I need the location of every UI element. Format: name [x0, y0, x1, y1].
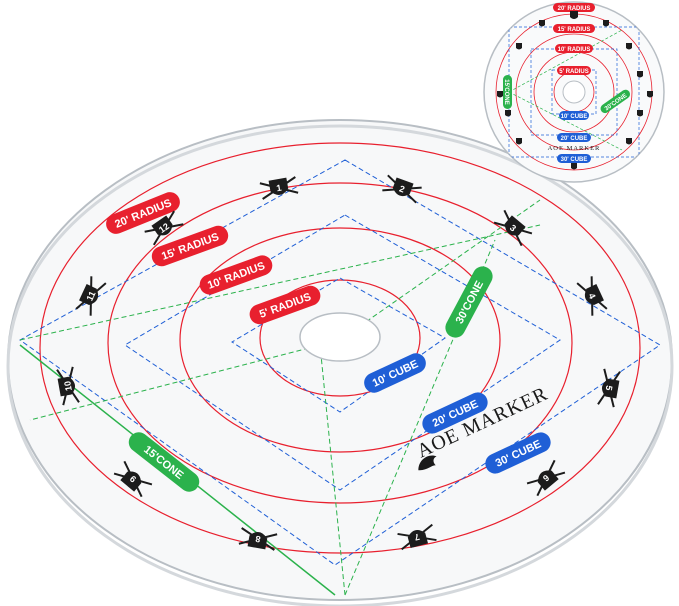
inset-cube-label: 10' CUBE: [559, 111, 589, 120]
svg-text:2: 2: [398, 183, 406, 194]
svg-text:5' RADIUS: 5' RADIUS: [559, 69, 588, 75]
shield-icon: [539, 20, 545, 27]
shield-icon: [497, 91, 503, 98]
svg-text:1: 1: [276, 183, 283, 194]
svg-text:8: 8: [255, 534, 262, 545]
clock-badges: 1 2 3 4 5: [56, 174, 621, 551]
svg-text:7: 7: [413, 532, 420, 543]
svg-text:15' RADIUS: 15' RADIUS: [558, 27, 591, 33]
shield-icon: [637, 71, 643, 78]
shield-icon: 12: [144, 210, 184, 246]
inset-radius-label: 15' RADIUS: [553, 24, 595, 33]
svg-text:5: 5: [604, 385, 615, 392]
inset-brand-text: AOE MARKER: [548, 145, 601, 152]
inset-radius-label: 10' RADIUS: [555, 44, 593, 53]
shield-icon: [516, 138, 522, 145]
shield-icon: 10: [56, 366, 80, 406]
svg-text:10' CUBE: 10' CUBE: [561, 114, 588, 120]
shield-icon: 5: [597, 368, 621, 408]
center-hole: [299, 312, 381, 362]
inset-cube-label: 20' CUBE: [557, 133, 591, 142]
shield-icon: 2: [382, 174, 422, 204]
shield-icon: [647, 91, 653, 98]
shield-icon: [516, 43, 522, 50]
shield-icon: 1: [259, 176, 299, 200]
shield-icon: 9: [113, 460, 153, 498]
shield-icon: [637, 110, 643, 117]
svg-text:9: 9: [128, 474, 138, 485]
shield-icon: [603, 20, 609, 27]
inset-badges: [497, 11, 653, 170]
shield-icon: 11: [75, 276, 107, 316]
radius-rings: [39, 142, 641, 554]
svg-text:11: 11: [84, 290, 97, 303]
disc-edge: [6, 124, 674, 606]
shield-icon: 6: [526, 459, 566, 497]
svg-text:20' CUBE: 20' CUBE: [561, 136, 588, 142]
inset-cone-label: 15'CONE: [503, 75, 512, 109]
shield-icon: 8: [238, 527, 278, 551]
svg-text:6: 6: [541, 473, 551, 484]
shield-icon: [571, 163, 577, 170]
svg-text:30' CUBE: 30' CUBE: [561, 157, 588, 163]
inset-disc: 20' RADIUS 15' RADIUS 10' RADIUS 5' RADI…: [483, 1, 665, 183]
inset-radius-label: 20' RADIUS: [553, 3, 595, 12]
svg-text:20' RADIUS: 20' RADIUS: [558, 6, 591, 12]
shield-icon: 7: [397, 523, 437, 551]
svg-text:10: 10: [62, 380, 74, 392]
shield-icon: [570, 11, 578, 19]
inset-cube-label: 30' CUBE: [557, 154, 591, 163]
svg-text:12: 12: [157, 221, 171, 235]
dragon-icon: [418, 455, 437, 471]
inset-radius-label: 5' RADIUS: [557, 66, 591, 75]
main-disc: 20' RADIUS 15' RADIUS 10' RADIUS 5' RADI…: [6, 119, 674, 606]
svg-text:4: 4: [586, 292, 597, 301]
shield-icon: [505, 110, 511, 117]
shield-icon: 4: [576, 276, 608, 316]
svg-text:3: 3: [508, 223, 518, 234]
shield-icon: [626, 138, 632, 145]
svg-text:10' RADIUS: 10' RADIUS: [558, 47, 591, 53]
shield-icon: 3: [493, 209, 533, 247]
shield-icon: [626, 43, 632, 50]
svg-text:15'CONE: 15'CONE: [503, 79, 509, 104]
